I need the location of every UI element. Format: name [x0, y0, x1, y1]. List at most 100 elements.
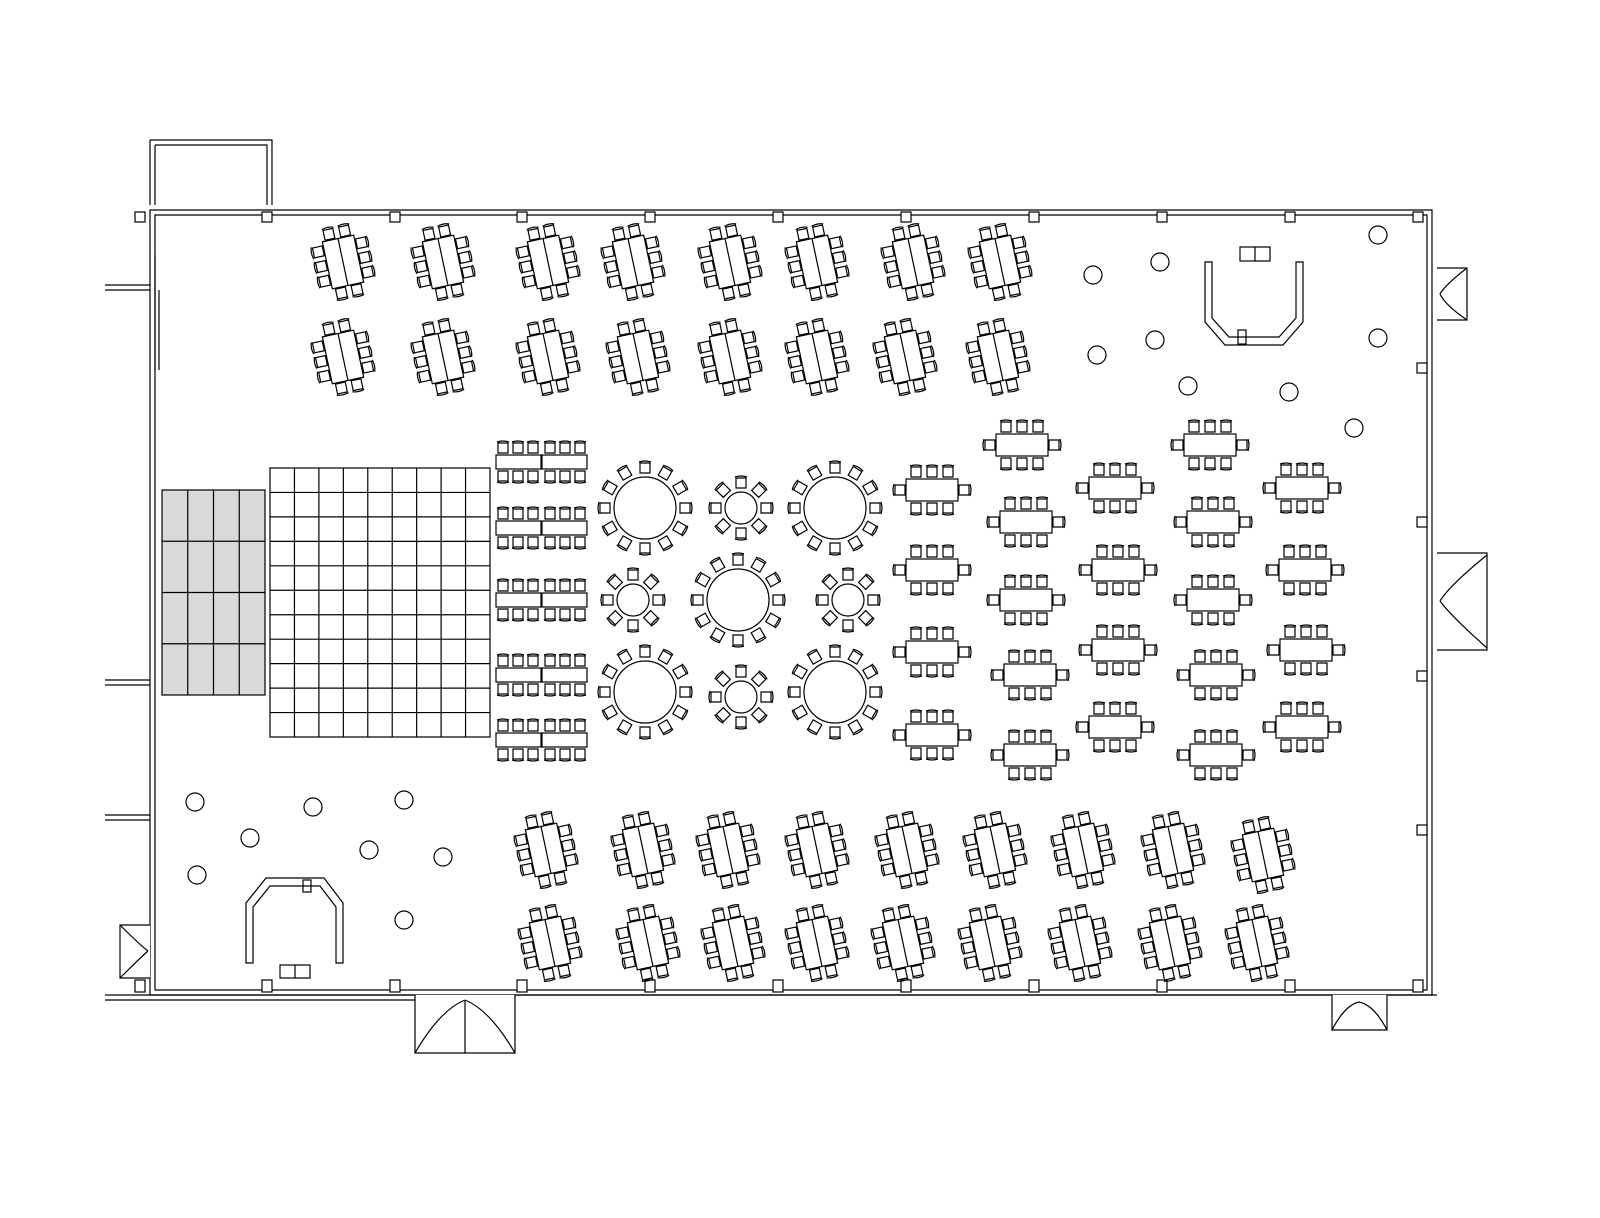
chair-seat	[1062, 815, 1076, 829]
round-table-12	[690, 552, 786, 648]
chair-back	[337, 318, 350, 322]
table-seam	[437, 333, 449, 381]
chair	[722, 811, 737, 826]
chair	[787, 940, 803, 955]
chair-seat	[942, 582, 954, 594]
chair	[496, 440, 510, 454]
chair-seat	[640, 283, 654, 297]
chair-seat	[655, 964, 669, 978]
table-top	[999, 588, 1053, 612]
chair-back	[723, 297, 736, 301]
chair-seat	[559, 748, 571, 760]
chair-seat	[922, 360, 937, 374]
chair-back	[811, 318, 824, 322]
chair	[558, 683, 572, 697]
chair	[1271, 931, 1287, 946]
chair-seat	[512, 442, 524, 454]
chair	[1039, 649, 1053, 663]
table-seam	[994, 238, 1006, 286]
chair	[1187, 419, 1201, 433]
chair-back	[758, 714, 768, 724]
chair-back	[877, 849, 882, 862]
chair	[747, 264, 763, 279]
chair	[1181, 916, 1197, 931]
chair	[857, 573, 875, 591]
chair-seat	[559, 236, 574, 250]
chair	[750, 945, 766, 960]
chair	[626, 567, 640, 581]
chair-back	[1015, 419, 1029, 422]
chair-seat	[1096, 626, 1108, 638]
chair	[708, 321, 723, 336]
chair	[1193, 687, 1207, 701]
chair	[1006, 823, 1022, 838]
chair-back	[511, 718, 525, 721]
chair-seat	[1024, 767, 1036, 779]
chair-seat	[808, 967, 823, 981]
chair	[457, 345, 473, 360]
chair-back	[1124, 462, 1138, 465]
chair-back	[601, 525, 609, 537]
chair-back	[878, 593, 881, 607]
table-seam	[899, 333, 911, 381]
chair-seat	[926, 582, 938, 594]
chair-seat	[527, 720, 539, 732]
chair-seat	[791, 369, 806, 383]
chair-seat	[1090, 871, 1104, 885]
chair	[563, 852, 579, 867]
banquet-table-pair	[495, 440, 588, 484]
chair	[700, 354, 716, 369]
chair-seat	[559, 331, 574, 345]
table-top	[1091, 558, 1145, 582]
chair-seat	[709, 227, 723, 241]
chair-back	[909, 593, 923, 596]
chair-seat	[1190, 853, 1205, 867]
chair-seat	[1242, 669, 1254, 681]
column	[1416, 362, 1428, 374]
chair-seat	[512, 748, 524, 760]
chair	[1311, 739, 1325, 753]
chair-seat	[1141, 940, 1156, 955]
chair-back	[413, 261, 418, 274]
chair-back	[559, 974, 572, 979]
chair	[573, 683, 587, 697]
chair-back	[925, 916, 930, 929]
chair	[896, 381, 911, 396]
chair-back	[452, 388, 465, 393]
chair	[1239, 593, 1253, 607]
chair-back	[661, 264, 666, 277]
chair-back	[681, 709, 689, 721]
chair	[750, 626, 767, 644]
chair-seat	[910, 502, 922, 514]
chair	[611, 226, 626, 241]
chair-seat	[1093, 464, 1105, 476]
chair-seat	[750, 517, 767, 534]
chair	[861, 663, 879, 680]
chair	[1007, 767, 1021, 781]
chair-back	[336, 297, 349, 301]
chair-back	[787, 356, 792, 369]
chair-seat	[1144, 564, 1156, 576]
chair-back	[810, 297, 823, 301]
chair-back	[650, 617, 660, 627]
chair-seat	[544, 470, 556, 482]
chair	[892, 645, 906, 659]
chair	[647, 250, 663, 265]
chair-back	[984, 904, 997, 908]
chair-back	[706, 814, 719, 819]
chair-back	[1111, 852, 1116, 865]
chair-back	[960, 942, 965, 955]
chair-seat	[1056, 669, 1068, 681]
chair-back	[557, 293, 570, 298]
chair-back	[558, 547, 572, 550]
chair-seat	[1242, 749, 1254, 761]
chair	[638, 460, 652, 474]
chair-seat	[564, 931, 579, 946]
chair-back	[694, 617, 702, 629]
chair	[615, 926, 631, 941]
chair-back	[971, 371, 976, 384]
chair-seat	[497, 580, 509, 592]
chair-seat	[822, 574, 839, 591]
chair	[984, 904, 999, 919]
